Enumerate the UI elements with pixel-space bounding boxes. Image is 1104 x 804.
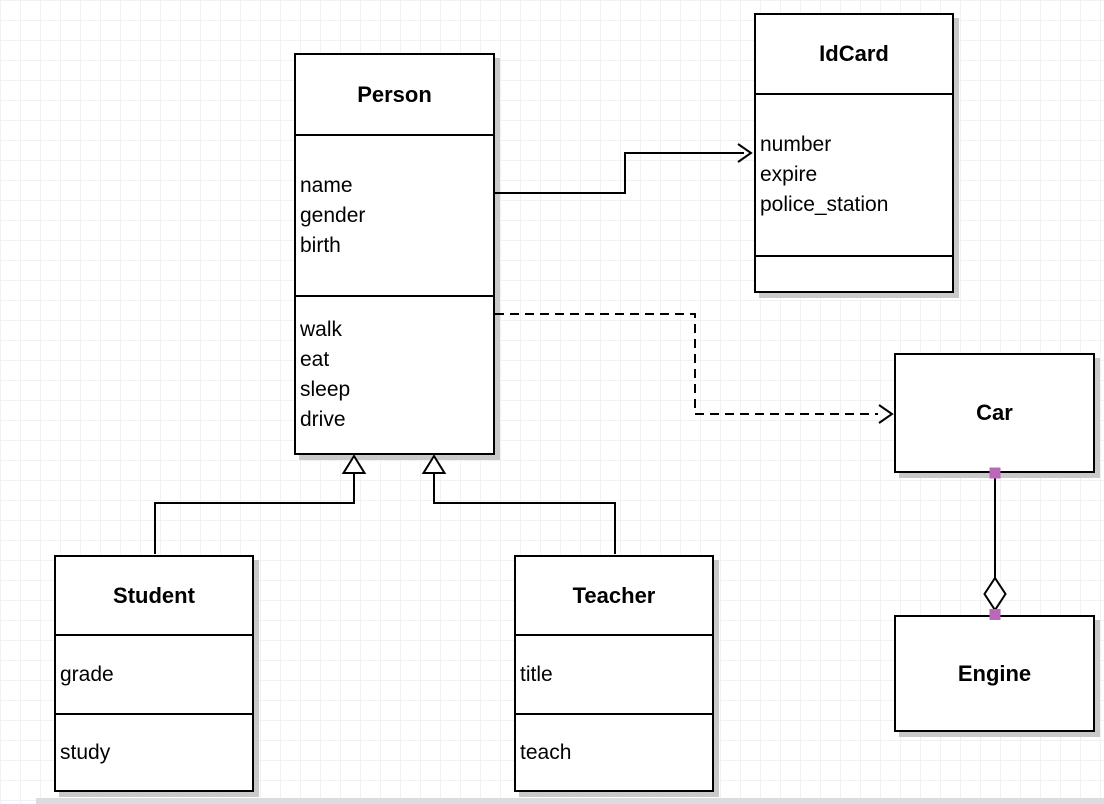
class-teacher-methods: teach (516, 713, 712, 790)
attribute: gender (300, 203, 366, 227)
class-teacher[interactable]: Teacher title teach (514, 555, 714, 792)
class-idcard-attributes: number expire police_station (756, 93, 952, 255)
method: study (60, 740, 111, 764)
class-car-title: Car (976, 400, 1013, 425)
generalization-triangle-icon (341, 454, 367, 474)
class-person-title: Person (357, 81, 432, 107)
edge-person-idcard[interactable] (495, 152, 744, 194)
attribute: expire (760, 163, 818, 186)
attribute: birth (300, 233, 341, 257)
class-person[interactable]: Person name gender birth walk eat sleep … (294, 53, 495, 455)
method: teach (520, 740, 572, 764)
class-student-title: Student (113, 582, 195, 608)
method: eat (300, 348, 330, 371)
generalization-triangle-icon (421, 454, 447, 474)
canvas-bottom-edge (36, 798, 1104, 804)
method: sleep (300, 378, 351, 401)
class-engine-title: Engine (957, 660, 1032, 686)
attribute: police_station (760, 193, 889, 216)
class-student[interactable]: Student grade study (54, 555, 254, 792)
class-engine[interactable]: Engine (894, 615, 1095, 732)
class-student-attributes: grade (56, 634, 252, 713)
method: walk (300, 318, 343, 341)
class-teacher-title: Teacher (572, 582, 656, 608)
edge-student-person[interactable] (154, 473, 355, 554)
open-arrowhead-icon (737, 143, 753, 163)
class-idcard-title: IdCard (819, 41, 889, 66)
edge-teacher-person[interactable] (433, 473, 616, 554)
class-teacher-attributes: title (516, 634, 712, 713)
attribute: grade (60, 662, 114, 686)
class-idcard-methods (756, 255, 952, 291)
class-student-methods: study (56, 713, 252, 790)
attribute: name (300, 173, 353, 197)
attribute: title (520, 662, 553, 686)
open-arrowhead-icon (878, 404, 894, 424)
attribute: number (760, 133, 832, 156)
class-person-methods: walk eat sleep drive (296, 295, 493, 453)
class-car[interactable]: Car (894, 353, 1095, 473)
edge-person-car[interactable] (495, 313, 878, 415)
class-idcard[interactable]: IdCard number expire police_station (754, 13, 954, 293)
class-person-attributes: name gender birth (296, 134, 493, 295)
aggregation-diamond-icon (983, 576, 1007, 612)
method: drive (300, 408, 346, 431)
